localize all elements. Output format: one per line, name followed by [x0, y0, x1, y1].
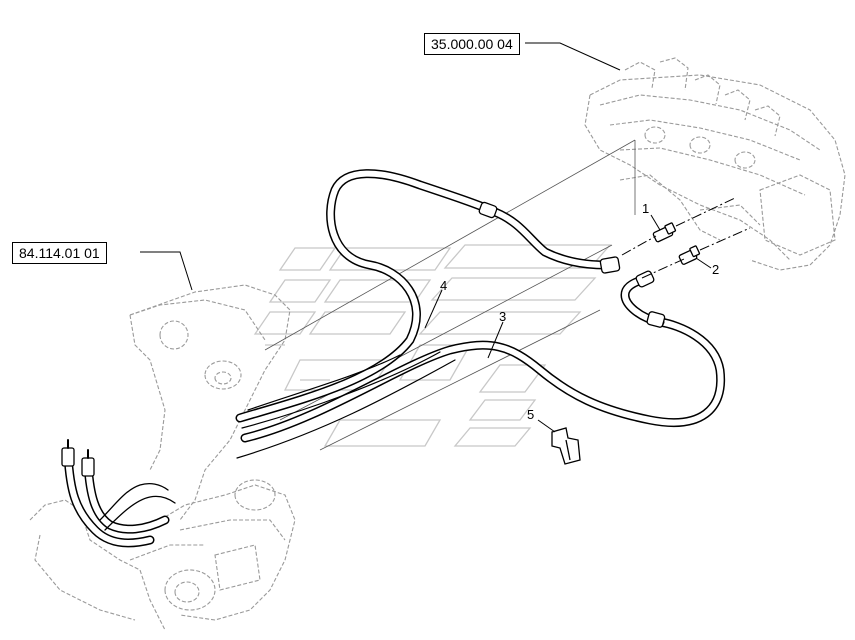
callout-4[interactable]: 4 [440, 278, 448, 293]
callout-3[interactable]: 3 [499, 309, 507, 324]
frame-outline [29, 284, 296, 631]
assembly-lines [621, 197, 751, 279]
hose-bundle [61, 351, 456, 548]
leader-lines [140, 42, 712, 433]
control-valve-outline [584, 57, 846, 271]
callout-5[interactable]: 5 [527, 407, 535, 422]
frame-reference-box[interactable]: 84.114.01 01 [12, 242, 107, 264]
callout-1[interactable]: 1 [642, 201, 650, 216]
hose-4[interactable] [235, 169, 621, 423]
clip-part-5[interactable] [551, 427, 581, 465]
callout-2[interactable]: 2 [712, 262, 720, 277]
adapter-part-1[interactable] [652, 222, 677, 243]
hose-3[interactable] [240, 270, 726, 443]
adapter-part-2[interactable] [678, 245, 701, 265]
control-valve-reference-box[interactable]: 35.000.00 04 [424, 33, 520, 55]
